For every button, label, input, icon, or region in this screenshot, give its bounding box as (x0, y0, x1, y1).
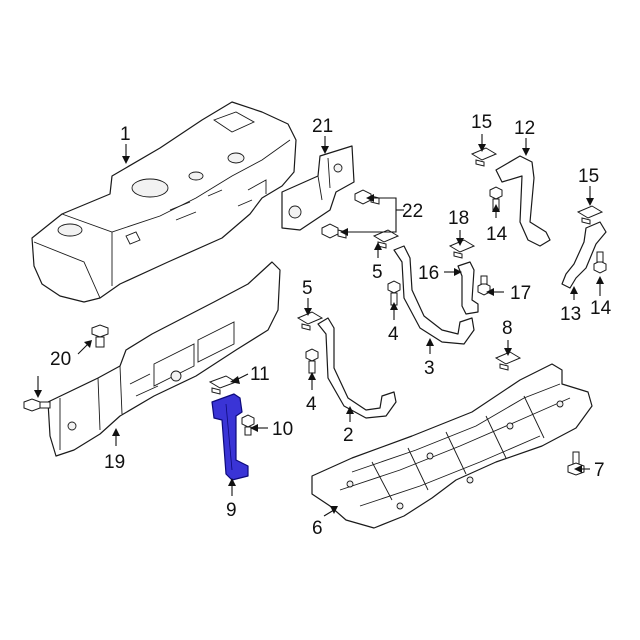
bracket-part-12[interactable] (495, 155, 551, 247)
clip-part-15-left[interactable] (470, 147, 498, 167)
callout-17: 17 (510, 283, 531, 304)
bracket-part-16[interactable] (457, 261, 479, 315)
callout-21: 21 (312, 116, 333, 137)
callout-3: 3 (424, 358, 435, 379)
callout-14-left: 14 (486, 224, 508, 245)
clip-part-15-right[interactable] (576, 205, 604, 225)
strap-part-2[interactable] (317, 317, 397, 419)
callout-20: 20 (50, 349, 71, 370)
callout-11: 11 (250, 364, 270, 385)
clip-part-11[interactable] (208, 375, 238, 395)
strap-part-3[interactable] (393, 245, 475, 345)
callout-14-right: 14 (590, 298, 612, 319)
callout-labels: 1 2 3 4 4 5 5 6 7 8 9 10 11 12 13 14 14 … (50, 112, 612, 539)
bolt-part-4-right[interactable] (387, 280, 401, 306)
callout-19: 19 (104, 452, 125, 473)
callout-16: 16 (418, 263, 439, 284)
shield-panel-part-19[interactable] (47, 261, 281, 457)
clip-part-8[interactable] (494, 351, 522, 371)
callout-5-left: 5 (302, 278, 313, 299)
callout-4-right: 4 (388, 324, 399, 345)
leader-lines (34, 134, 604, 517)
callout-1: 1 (120, 124, 131, 145)
callout-18: 18 (448, 208, 469, 229)
callout-15-right: 15 (578, 166, 599, 187)
callout-10: 10 (272, 419, 293, 440)
callout-15-left: 15 (471, 112, 492, 133)
heat-shield-part-21[interactable] (281, 145, 355, 231)
callout-12: 12 (514, 118, 535, 139)
bolt-part-10[interactable] (241, 414, 255, 436)
callout-5-right: 5 (372, 262, 383, 283)
callout-8: 8 (502, 318, 513, 339)
skid-plate-part-6[interactable] (311, 363, 593, 529)
clip-part-5-left[interactable] (296, 311, 324, 331)
fuel-tank-part-1[interactable] (31, 101, 297, 303)
callout-4-left: 4 (306, 394, 317, 415)
callout-7: 7 (594, 460, 605, 481)
callout-9: 9 (226, 500, 237, 521)
callout-13: 13 (560, 304, 581, 325)
callout-22: 22 (402, 201, 423, 222)
bracket-part-13[interactable] (561, 221, 607, 289)
bolt-part-20[interactable] (23, 324, 109, 412)
bolt-part-4-left[interactable] (305, 348, 319, 374)
callout-2: 2 (343, 425, 354, 446)
bolt-part-14-right[interactable] (593, 251, 607, 274)
clip-part-18[interactable] (448, 239, 476, 259)
callout-6: 6 (312, 518, 323, 539)
bracket-part-9-highlighted[interactable] (211, 393, 249, 481)
